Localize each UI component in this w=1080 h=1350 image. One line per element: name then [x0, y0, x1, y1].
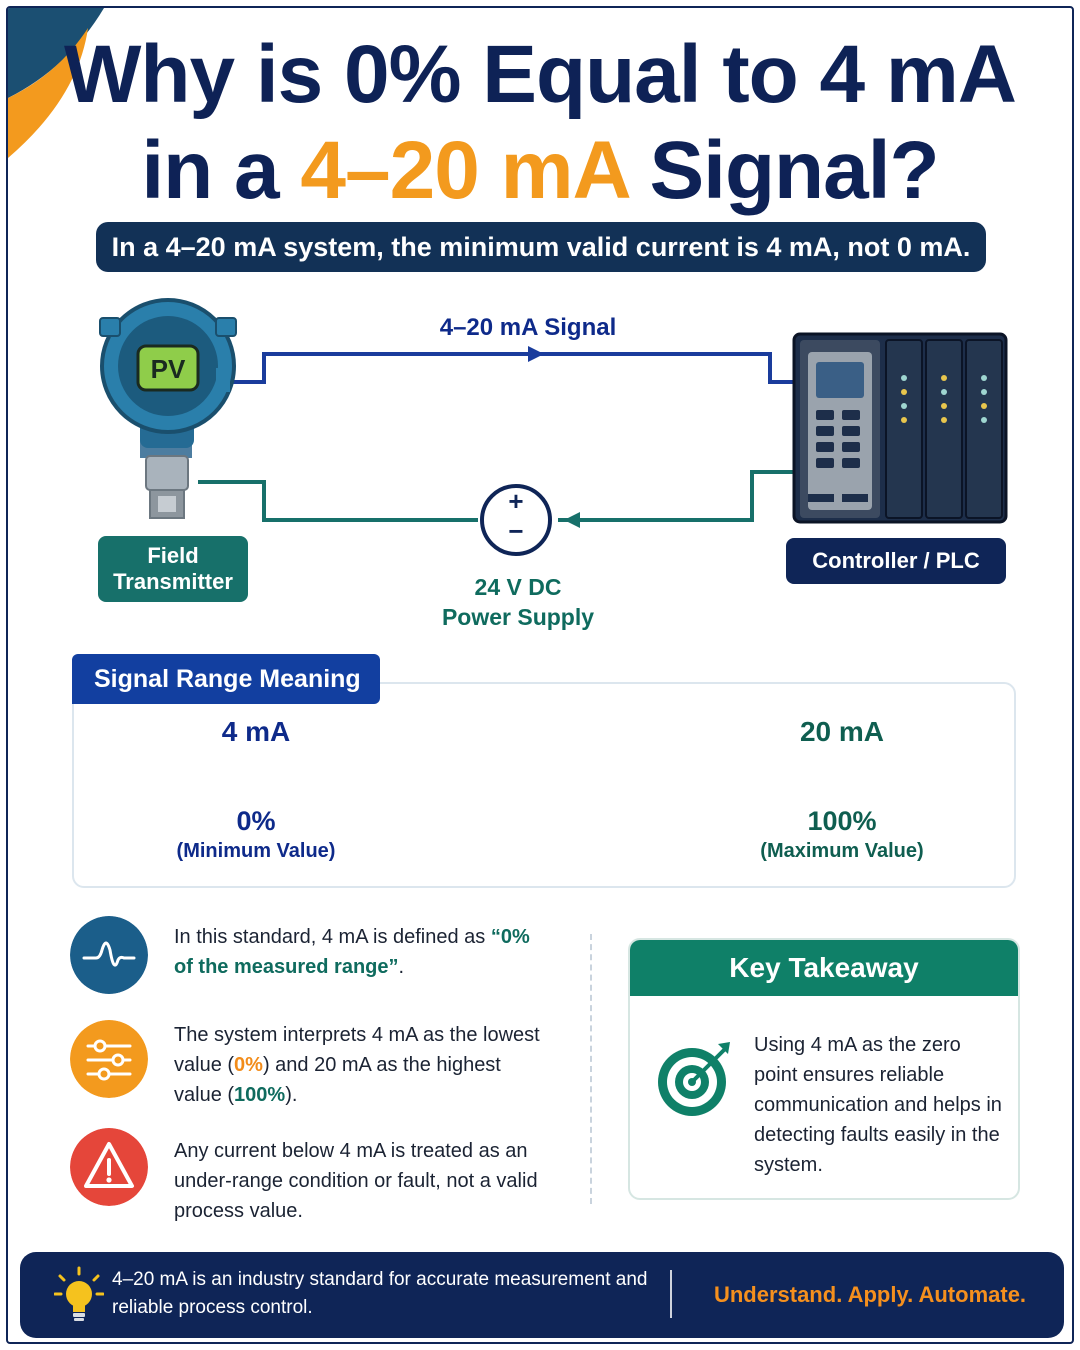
point-2-text: The system interprets 4 mA as the lowest… — [174, 1020, 554, 1110]
corner-decoration — [8, 8, 104, 158]
loop-diagram — [99, 298, 1008, 556]
point-3-text: Any current below 4 mA is treated as an … — [174, 1140, 538, 1222]
title-prefix: in a — [141, 125, 301, 216]
point-2-t1: The system interprets 4 mA as the lowest… — [174, 1024, 540, 1076]
point-1-text: In this standard, 4 mA is defined as “0%… — [174, 922, 554, 982]
range-max-ma: 20 mA — [799, 716, 885, 747]
title-accent: 4–20 mA — [300, 125, 628, 216]
range-min-pct: 0% — [236, 806, 276, 836]
key-takeaway-text: Using 4 mA as the zero point ensures rel… — [754, 1034, 1002, 1176]
lightbulb-icon — [54, 1266, 104, 1321]
controller-icon — [792, 332, 1008, 524]
range-min-ma: 4 mA — [221, 716, 291, 747]
point-1-pre: In this standard, 4 mA is defined as — [174, 926, 491, 948]
power-minus-icon: − — [508, 516, 524, 546]
transmitter-label: Field Transmitter — [98, 536, 248, 602]
footer-banner: 4–20 mA is an industry standard for accu… — [20, 1252, 1064, 1338]
transmitter-label-line1: Field — [147, 543, 199, 568]
signal-range-heading: Signal Range Meaning — [72, 654, 380, 704]
point-2-t3: ). — [285, 1084, 298, 1106]
sliders-icon — [70, 1020, 148, 1098]
infographic-frame: Why is 0% Equal to 4 mA in a 4–20 mA Sig… — [6, 6, 1074, 1344]
point-2-b1: 0% — [234, 1054, 263, 1076]
power-label-line1: 24 V DC — [474, 574, 562, 600]
transmitter-display: PV — [150, 354, 186, 384]
key-takeaway-heading: Key Takeaway — [630, 940, 1018, 996]
power-plus-icon: + — [508, 486, 524, 516]
target-icon — [658, 1042, 730, 1116]
signal-range-panel — [72, 682, 1016, 888]
controller-label: Controller / PLC — [786, 538, 1006, 584]
title-suffix: Signal? — [627, 125, 939, 216]
warning-icon — [70, 1128, 148, 1206]
range-min-caption: (Minimum Value) — [176, 840, 336, 862]
range-max-caption: (Maximum Value) — [760, 840, 924, 862]
subtitle-banner: In a 4–20 mA system, the minimum valid c… — [96, 222, 986, 272]
footer-text: 4–20 mA is an industry standard for accu… — [112, 1269, 648, 1318]
transmitter-icon — [99, 298, 237, 519]
range-max-pct: 100% — [807, 806, 877, 836]
footer-separator — [670, 1270, 672, 1318]
power-supply-label: 24 V DC Power Supply — [408, 572, 628, 632]
power-label-line2: Power Supply — [441, 604, 595, 630]
point-2-t2: ) and 20 mA as the highest value ( — [174, 1054, 501, 1106]
page-title-line2: in a 4–20 mA Signal? — [8, 126, 1072, 216]
point-2-b2: 100% — [234, 1084, 286, 1106]
section-divider — [590, 934, 592, 1204]
transmitter-label-line2: Transmitter — [113, 569, 233, 594]
key-takeaway-card: Key Takeaway Using 4 mA as the zero poin… — [628, 938, 1020, 1200]
point-1-post: . — [398, 956, 405, 978]
page-title-line1: Why is 0% Equal to 4 mA — [63, 29, 1017, 120]
signal-label: 4–20 mA Signal — [439, 314, 617, 341]
power-supply-icon — [480, 484, 552, 556]
footer-tagline: Understand. Apply. Automate. — [713, 1282, 1027, 1307]
signal-wave-icon — [70, 916, 148, 994]
point-1-bold: “0% of the measured range” — [174, 926, 530, 978]
